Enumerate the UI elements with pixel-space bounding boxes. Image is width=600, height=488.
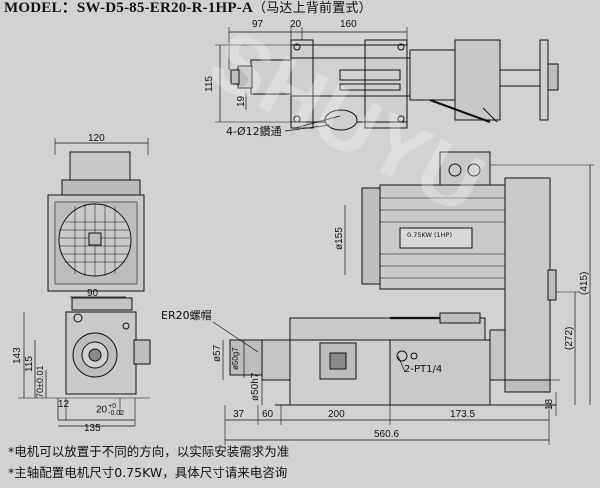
- dim-50g7: ø50g7: [231, 347, 240, 370]
- model-label: MODEL：: [4, 0, 77, 16]
- dim-200: 200: [328, 409, 345, 420]
- dim-155: ø155: [334, 227, 345, 250]
- dim-160: 160: [340, 19, 357, 30]
- dim-415: (415): [579, 271, 590, 295]
- dim-70: 70±0.01: [35, 365, 45, 398]
- model-code: SW-D5-85-ER20-R-1HP-A: [76, 0, 253, 16]
- note-motor-orientation: *电机可以放置于不同的方向，以实际安装需求为准: [8, 444, 290, 459]
- dim-12: 12: [58, 399, 70, 410]
- dim-115-side: 115: [24, 356, 35, 372]
- port-callout: 2-PT1/4: [404, 364, 443, 375]
- front-view: [212, 151, 594, 445]
- er20-nut-callout: ER20螺帽: [161, 309, 212, 322]
- dim-135: 135: [84, 423, 101, 434]
- dim-20-tol-lower: -0.02: [108, 410, 125, 417]
- dim-272: (272): [564, 326, 575, 350]
- dim-50h7: ø50h7: [250, 372, 261, 401]
- note-motor-size: *主轴配置电机尺寸0.75KW，具体尺寸请来电咨询: [8, 465, 288, 480]
- holes-callout: 4-Ø12鑽通: [226, 125, 282, 138]
- dim-18: 18: [544, 398, 555, 410]
- variant-note: （马达上背前置式）: [253, 1, 372, 16]
- dim-20-tol-value: 20: [96, 404, 108, 416]
- dim-97: 97: [252, 19, 264, 30]
- model-title: MODEL：SW-D5-85-ER20-R-1HP-A（马达上背前置式）: [4, 1, 372, 16]
- dim-90: 90: [87, 288, 99, 299]
- dim-20: 20: [290, 19, 302, 30]
- dim-143: 143: [12, 347, 23, 364]
- motor-plate-label: 0.75KW (1HP): [407, 231, 453, 239]
- side-view: [18, 138, 151, 427]
- dim-60: 60: [262, 409, 274, 420]
- dim-560-6: 560.6: [374, 429, 400, 440]
- dim-57: ø57: [212, 344, 223, 362]
- dim-37: 37: [233, 409, 245, 420]
- dim-173-5: 173.5: [450, 409, 476, 420]
- dim-120: 120: [88, 133, 105, 144]
- dim-20-tol-upper: +0: [108, 403, 117, 410]
- dim-20-tol: 20+0-0.02: [96, 403, 124, 417]
- top-view: [215, 27, 559, 132]
